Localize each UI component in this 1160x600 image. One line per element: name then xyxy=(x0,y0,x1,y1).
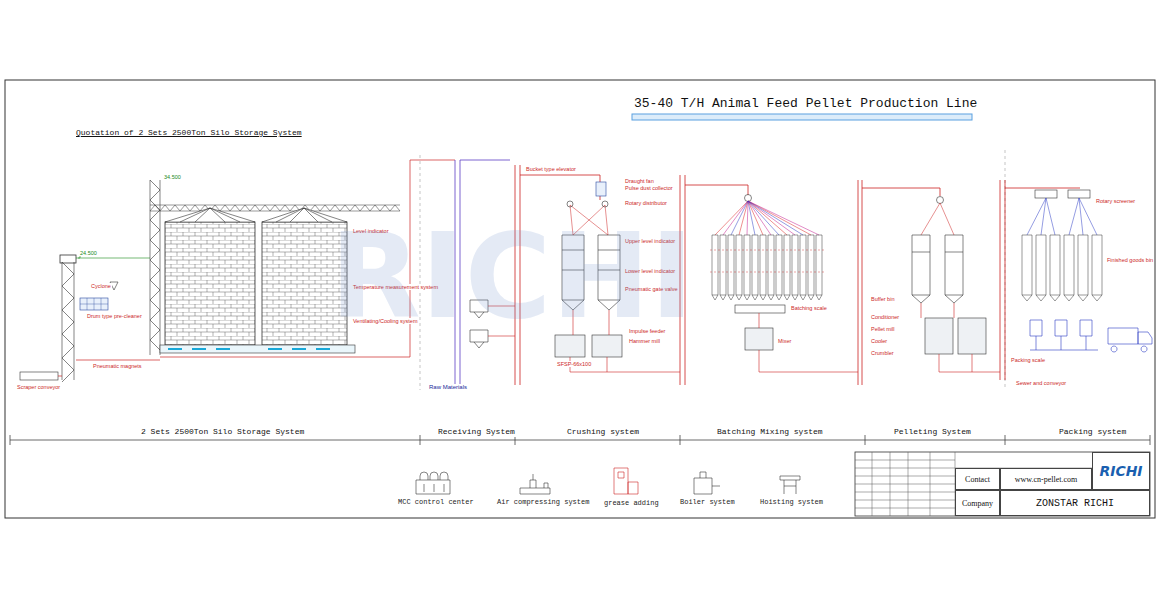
pellet-mill xyxy=(925,318,953,354)
cell-text: Contact xyxy=(965,475,990,484)
sheet-frame xyxy=(5,80,1155,518)
part-label: Bucket type elevator xyxy=(525,166,577,172)
model-label: SFSP-66x100 xyxy=(556,361,592,367)
company-logo: RICHI xyxy=(1092,452,1150,490)
part-label: Drum type pre-cleaner xyxy=(86,313,143,319)
grease-icon xyxy=(614,468,638,494)
title-cell: www.cn-pellet.com xyxy=(1000,468,1092,490)
buffer-bin xyxy=(912,235,963,303)
elevation-mark: 24.500 xyxy=(79,250,98,256)
part-label: Conditioner xyxy=(870,314,900,320)
section-label: Receiving System xyxy=(437,428,516,437)
distributor-line xyxy=(731,201,803,235)
rotary-distributor xyxy=(567,201,573,207)
packing-system xyxy=(1000,180,1152,380)
distributor-line xyxy=(715,201,811,235)
section-label: 2 Sets 2500Ton Silo Storage System xyxy=(140,428,305,437)
dust-collector xyxy=(596,182,606,196)
conveyor-bridge xyxy=(150,205,400,211)
icon-caption: grease adding xyxy=(604,500,659,508)
elevator-tower xyxy=(150,180,160,355)
compressor-icon xyxy=(520,474,550,494)
transfer-line xyxy=(921,303,1000,372)
part-label: Pellet mill xyxy=(870,326,896,332)
part-label: Scraper conveyor xyxy=(16,384,61,390)
title-block xyxy=(855,452,1150,516)
icon-caption: Hoisting system xyxy=(760,499,823,507)
elevator-head xyxy=(60,255,76,263)
mixer xyxy=(745,328,773,350)
boiler-icon xyxy=(694,472,720,494)
silo xyxy=(165,222,255,345)
cell-text: RICHI xyxy=(1099,463,1142,479)
icon-caption: Air compressing system xyxy=(497,499,589,507)
cell-text: Company xyxy=(962,499,993,508)
icon-caption: Boiler system xyxy=(680,499,735,507)
title-block-grid xyxy=(855,452,1150,516)
rotary-distributor xyxy=(602,201,608,207)
rotary-distributor xyxy=(937,197,944,204)
distributor-line xyxy=(921,203,954,235)
part-label: Pneumatic magnets xyxy=(92,363,143,369)
section-label: Batching Mixing system xyxy=(716,428,824,437)
title-cell: Contact xyxy=(955,468,1000,490)
pre-cleaner xyxy=(80,298,108,310)
rotary-distributor xyxy=(745,195,752,202)
part-label: Cooler xyxy=(870,338,888,344)
section-label: Crushing system xyxy=(566,428,640,437)
finished-bin xyxy=(1022,235,1102,301)
level-line xyxy=(710,250,824,272)
title-cell: Company xyxy=(955,490,1000,516)
sheet-heading: Quotation of 2 Sets 2500Ton Silo Storage… xyxy=(75,129,303,138)
packing-scale xyxy=(1030,320,1098,350)
silo-roof xyxy=(165,208,255,222)
batching-bin xyxy=(712,235,822,300)
section-label: Packing system xyxy=(1058,428,1127,437)
cell-text: ZONSTAR RICHI xyxy=(1036,498,1114,509)
part-label: Draught fan xyxy=(624,178,655,184)
part-label: Finished goods bin xyxy=(1106,257,1154,263)
batching-scale xyxy=(735,305,785,313)
part-label: Rotary screener xyxy=(1095,198,1136,204)
rotary-screener xyxy=(1035,190,1057,198)
cell-text: www.cn-pellet.com xyxy=(1015,475,1078,484)
pre-cleaner-grid xyxy=(80,298,108,310)
part-label: Buffer bin xyxy=(870,296,895,302)
part-label: Packing scale xyxy=(1010,357,1046,363)
watermark: RICHI xyxy=(330,212,694,342)
rotary-screener xyxy=(1068,190,1090,198)
diagram-title: 35-40 T/H Animal Feed Pellet Production … xyxy=(634,97,977,111)
elevator-tower xyxy=(62,262,74,382)
title-cell: ZONSTAR RICHI xyxy=(1000,490,1150,516)
distributor-line xyxy=(1027,198,1097,235)
flow-note: Raw Materials xyxy=(428,384,468,391)
section-label: Pelleting System xyxy=(893,428,972,437)
distributor-line xyxy=(723,201,819,235)
elevation-mark: 34.500 xyxy=(163,174,182,180)
title-block-frame xyxy=(855,452,1150,516)
pelleting-system xyxy=(858,180,1000,385)
scraper-conveyor xyxy=(20,372,58,380)
part-label: Sewer and conveyor xyxy=(1015,380,1067,386)
title-underline xyxy=(632,114,972,120)
part-label: Mixer xyxy=(777,338,792,344)
icon-caption: MCC control center xyxy=(398,499,474,507)
part-label: Batching scale xyxy=(790,305,828,311)
part-label: Crumbler xyxy=(870,350,895,356)
part-label: Rotary distributor xyxy=(624,200,668,206)
silo-base xyxy=(160,345,355,353)
part-label: Pulse dust collector xyxy=(624,185,674,191)
hoist-icon xyxy=(780,476,800,494)
batching-mixing-system xyxy=(680,175,858,385)
mcc-icon xyxy=(416,472,450,494)
system-icons xyxy=(416,468,800,494)
discharge-gate xyxy=(168,348,330,350)
truck xyxy=(1108,328,1152,352)
pellet-mill xyxy=(958,318,986,354)
part-label: Cyclone xyxy=(90,283,112,289)
transfer-line xyxy=(759,313,858,372)
